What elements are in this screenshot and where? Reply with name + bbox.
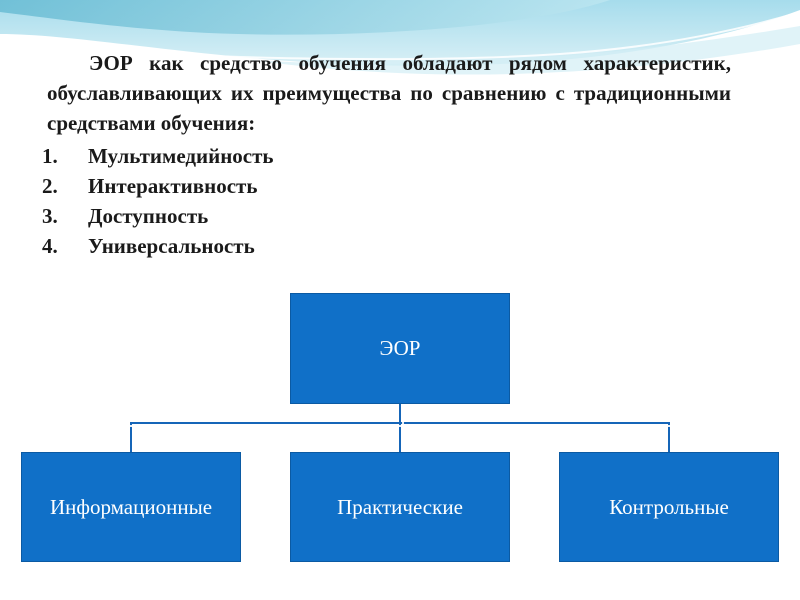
list-item: 3. Доступность xyxy=(42,201,542,231)
feature-list: 1. Мультимедийность 2. Интерактивность 3… xyxy=(42,141,542,261)
root-label: ЭОР xyxy=(379,336,421,360)
list-item: 2. Интерактивность xyxy=(42,171,542,201)
list-item-number: 1. xyxy=(42,144,58,168)
child-label: Контрольные xyxy=(609,494,729,519)
list-item-label: Интерактивность xyxy=(88,174,258,198)
list-item-label: Универсальность xyxy=(88,234,255,258)
list-item-number: 2. xyxy=(42,174,58,198)
wave-background xyxy=(0,0,800,75)
list-item-label: Мультимедийность xyxy=(88,144,274,168)
intro-paragraph: ЭОР как средство обучения обладают рядом… xyxy=(47,51,731,135)
list-item-number: 4. xyxy=(42,234,58,258)
root-box: ЭОР xyxy=(290,293,510,404)
list-item-label: Доступность xyxy=(88,204,209,228)
child-box-practical: Практические xyxy=(290,452,510,562)
list-item: 4. Универсальность xyxy=(42,231,542,261)
list-item: 1. Мультимедийность xyxy=(42,141,542,171)
child-box-informational: Информационные xyxy=(21,452,241,562)
child-label: Практические xyxy=(337,494,463,519)
list-item-number: 3. xyxy=(42,204,58,228)
child-label: Информационные xyxy=(49,494,213,519)
child-box-control: Контрольные xyxy=(559,452,779,562)
